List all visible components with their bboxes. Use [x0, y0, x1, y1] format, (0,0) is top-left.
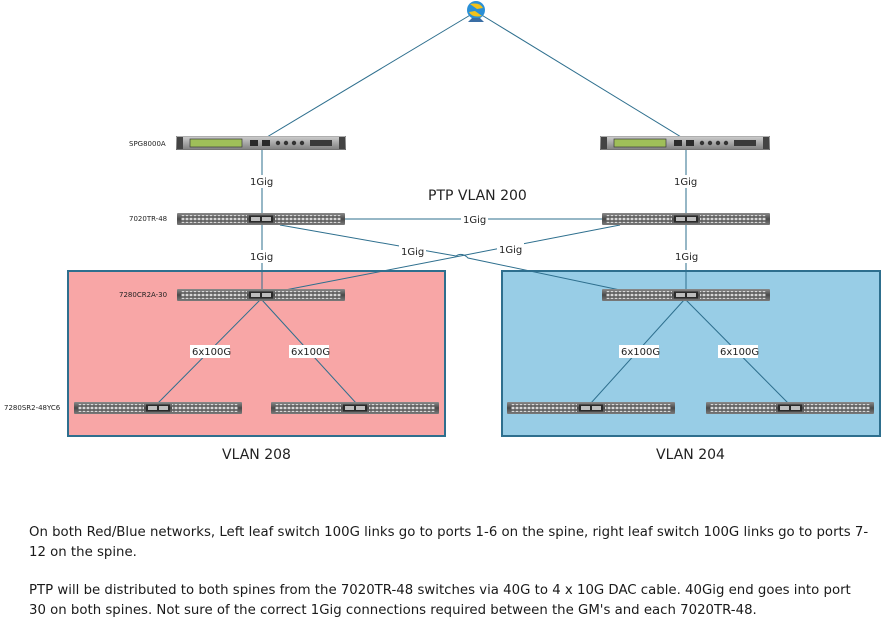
- svg-text:1Gig: 1Gig: [401, 247, 424, 258]
- link-label-cross-left: 1Gig: [399, 245, 426, 258]
- network-diagram: SPG8000A 7020TR-48 7280CR2A-30 7280SR2-4…: [4, 1, 881, 463]
- svg-text:1Gig: 1Gig: [250, 177, 273, 188]
- svg-text:6x100G: 6x100G: [192, 347, 231, 358]
- link-label-gm-left: 1Gig: [248, 175, 275, 188]
- spine-switch-red: [177, 289, 345, 301]
- vlan-208-label: VLAN 208: [222, 447, 291, 463]
- link-label-red-left-leaf: 6x100G: [190, 345, 231, 358]
- leaf-switch-red-right: [271, 402, 439, 414]
- link-label-ptp-left-spine: 1Gig: [248, 250, 275, 263]
- leaf-label: 7280SR2-48YC6: [4, 404, 61, 412]
- svg-text:1Gig: 1Gig: [674, 177, 697, 188]
- spine-label: 7280CR2A-30: [119, 291, 167, 299]
- leaf-switch-red-left: [74, 402, 242, 414]
- svg-text:1Gig: 1Gig: [675, 252, 698, 263]
- clock-source-icon: [467, 1, 485, 22]
- ptp-switch-left: [177, 213, 345, 225]
- link-sync-to-gm-left: [261, 13, 473, 141]
- ptp-vlan-label: PTP VLAN 200: [428, 188, 527, 204]
- ptp-switch-right: [602, 213, 770, 225]
- link-label-blue-right-leaf: 6x100G: [718, 345, 759, 358]
- leaf-switch-blue-left: [507, 402, 675, 414]
- svg-text:1Gig: 1Gig: [250, 252, 273, 263]
- grandmaster-right: [600, 136, 770, 150]
- link-label-gm-right: 1Gig: [672, 175, 699, 188]
- notes-paragraph-1: On both Red/Blue networks, Left leaf swi…: [29, 525, 869, 560]
- grandmaster-left: [176, 136, 346, 150]
- svg-text:6x100G: 6x100G: [621, 347, 660, 358]
- grandmaster-label: SPG8000A: [129, 140, 166, 148]
- vlan-204-label: VLAN 204: [656, 447, 725, 463]
- svg-text:6x100G: 6x100G: [291, 347, 330, 358]
- link-label-red-right-leaf: 6x100G: [289, 345, 330, 358]
- link-label-ptp-interconnect: 1Gig: [461, 213, 488, 226]
- link-label-ptp-right-spine: 1Gig: [673, 250, 700, 263]
- link-ptp-right-to-spine-left: [279, 224, 621, 292]
- svg-text:1Gig: 1Gig: [463, 215, 486, 226]
- leaf-switch-blue-right: [706, 402, 874, 414]
- link-ptp-left-to-spine-right: [279, 224, 621, 291]
- notes-paragraph-2: PTP will be distributed to both spines f…: [29, 583, 851, 618]
- ptp-switch-label: 7020TR-48: [129, 215, 167, 223]
- svg-text:6x100G: 6x100G: [720, 347, 759, 358]
- svg-text:1Gig: 1Gig: [499, 245, 522, 256]
- link-sync-to-gm-right: [479, 13, 687, 141]
- spine-switch-blue: [602, 289, 770, 301]
- link-label-blue-left-leaf: 6x100G: [619, 345, 660, 358]
- link-label-cross-right: 1Gig: [497, 243, 524, 256]
